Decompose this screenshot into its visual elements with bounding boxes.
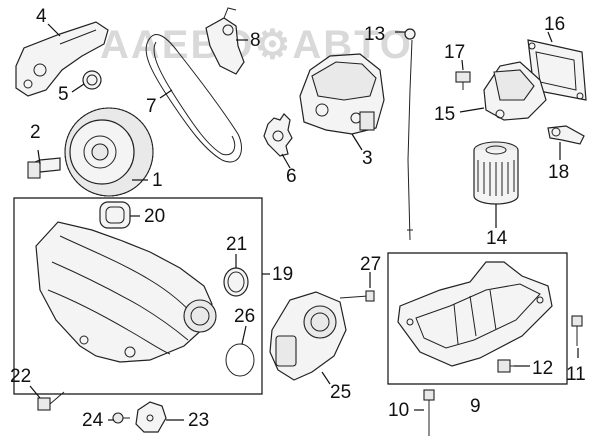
- callout-19: 19: [272, 264, 293, 285]
- callout-18: 18: [548, 162, 569, 183]
- callout-24: 24: [82, 410, 104, 431]
- callout-labels: 4 5 2 1 7 8 6 3 13 17 16 15 18 14 20 21 …: [10, 6, 586, 431]
- timing-cover-bracket-part: [15, 21, 109, 97]
- oil-pump-part: [299, 53, 385, 135]
- small-screw-part: [112, 412, 130, 424]
- callout-10: 10: [388, 400, 409, 421]
- manifold-bolt-part: [37, 391, 65, 411]
- filter-housing-bolt-part: [455, 71, 471, 90]
- callout-7: 7: [146, 96, 157, 117]
- callout-20: 20: [144, 206, 165, 227]
- callout-11: 11: [566, 364, 586, 385]
- manifold-gasket-part: [99, 201, 131, 229]
- callout-25: 25: [330, 382, 351, 403]
- seal-ring-part: [82, 70, 102, 90]
- callout-9: 9: [470, 396, 481, 417]
- oil-pressure-sensor-part: [547, 125, 585, 145]
- pulley-bolt-part: [27, 157, 61, 179]
- callout-4: 4: [36, 6, 47, 27]
- callout-13: 13: [364, 24, 385, 45]
- callout-12: 12: [532, 358, 553, 379]
- oil-filter-part: [473, 141, 519, 205]
- long-bolt-27-part: [339, 290, 375, 302]
- timing-belt-part: [145, 34, 242, 163]
- callout-6: 6: [286, 166, 297, 187]
- drain-bolt-part: [497, 359, 518, 373]
- oil-pan-group-box: [387, 252, 568, 385]
- oil-dipstick-part: [404, 28, 416, 241]
- callout-8: 8: [250, 30, 261, 51]
- callout-2: 2: [30, 122, 41, 143]
- intake-group-box: [13, 197, 263, 395]
- oil-pan-part: [397, 261, 553, 367]
- callout-27: 27: [360, 254, 381, 275]
- callout-17: 17: [444, 42, 465, 63]
- callout-14: 14: [486, 228, 508, 249]
- callout-5: 5: [58, 84, 69, 105]
- belt-tensioner-part: [205, 7, 245, 75]
- callout-3: 3: [362, 148, 373, 169]
- o-ring-large-part: [225, 343, 255, 377]
- cam-sprocket-part: [263, 113, 293, 157]
- callout-16: 16: [544, 14, 565, 35]
- crankshaft-pulley-part: [64, 107, 154, 197]
- leader-lines: [29, 23, 579, 421]
- map-sensor-part: [135, 401, 167, 433]
- callout-22: 22: [10, 366, 31, 387]
- o-ring-small-part: [223, 267, 249, 297]
- callout-1: 1: [152, 170, 163, 191]
- callout-26: 26: [234, 306, 255, 327]
- callout-21: 21: [226, 234, 247, 255]
- callout-23: 23: [188, 410, 209, 431]
- throttle-body-part: [269, 291, 347, 381]
- callout-15: 15: [434, 104, 455, 125]
- oil-pan-bolt-11-part: [571, 315, 583, 346]
- oil-pan-bolt-10-part: [423, 389, 435, 436]
- oil-filter-housing-part: [483, 61, 547, 121]
- intake-manifold-part: [35, 221, 217, 363]
